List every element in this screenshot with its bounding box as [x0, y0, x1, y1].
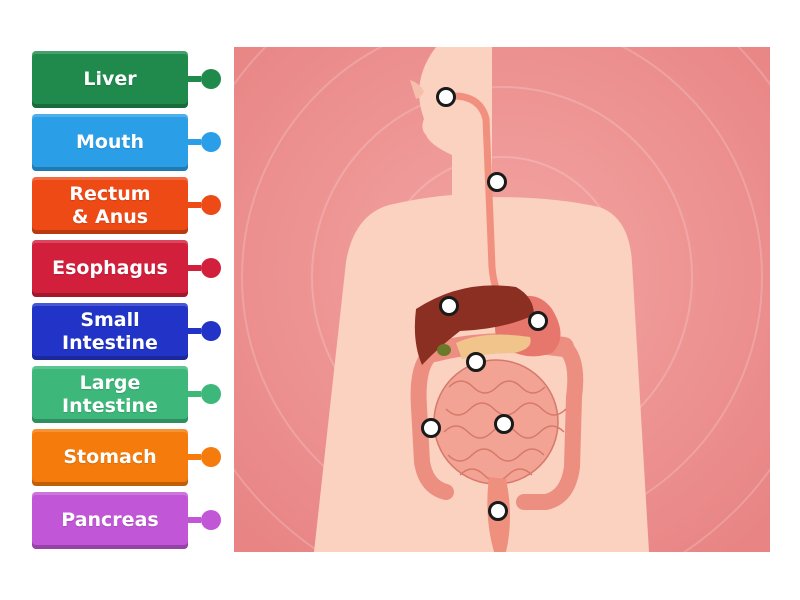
label-card[interactable]: Mouth [32, 114, 188, 171]
body-illustration [234, 47, 770, 552]
label-card-text: Mouth [75, 131, 145, 153]
label-card-text: Large Intestine [62, 371, 158, 417]
label-card[interactable]: Esophagus [32, 240, 188, 297]
label-connector [187, 265, 201, 271]
label-card[interactable]: Stomach [32, 429, 188, 486]
label-card[interactable]: Rectum & Anus [32, 177, 188, 234]
label-drag-knob[interactable] [201, 132, 221, 152]
label-card-text: Liver [83, 68, 137, 90]
drop-target-esophagus[interactable] [487, 172, 507, 192]
label-drag-knob[interactable] [201, 258, 221, 278]
drop-target-rectum[interactable] [488, 501, 508, 521]
label-card-text: Esophagus [52, 257, 168, 279]
label-card-text: Pancreas [61, 509, 159, 531]
label-card-text: Rectum & Anus [69, 182, 151, 228]
drop-target-pancreas[interactable] [466, 352, 486, 372]
label-drag-knob[interactable] [201, 447, 221, 467]
drop-target-stomach[interactable] [528, 311, 548, 331]
label-connector [187, 391, 201, 397]
label-connector [187, 202, 201, 208]
label-card[interactable]: Large Intestine [32, 366, 188, 423]
drop-target-small-intestine[interactable] [494, 414, 514, 434]
label-connector [187, 139, 201, 145]
label-connector [187, 76, 201, 82]
label-connector [187, 517, 201, 523]
label-drag-knob[interactable] [201, 321, 221, 341]
label-card-text: Small Intestine [62, 308, 158, 354]
label-drag-knob[interactable] [201, 510, 221, 530]
drop-target-liver[interactable] [439, 296, 459, 316]
label-card[interactable]: Small Intestine [32, 303, 188, 360]
drop-target-mouth[interactable] [436, 87, 456, 107]
label-connector [187, 328, 201, 334]
label-card[interactable]: Pancreas [32, 492, 188, 549]
label-drag-knob[interactable] [201, 69, 221, 89]
drop-target-large-intestine[interactable] [421, 418, 441, 438]
label-drag-knob[interactable] [201, 384, 221, 404]
label-card[interactable]: Liver [32, 51, 188, 108]
label-card-text: Stomach [63, 446, 157, 468]
label-connector [187, 454, 201, 460]
label-drag-knob[interactable] [201, 195, 221, 215]
digestive-system-diagram [234, 47, 770, 552]
